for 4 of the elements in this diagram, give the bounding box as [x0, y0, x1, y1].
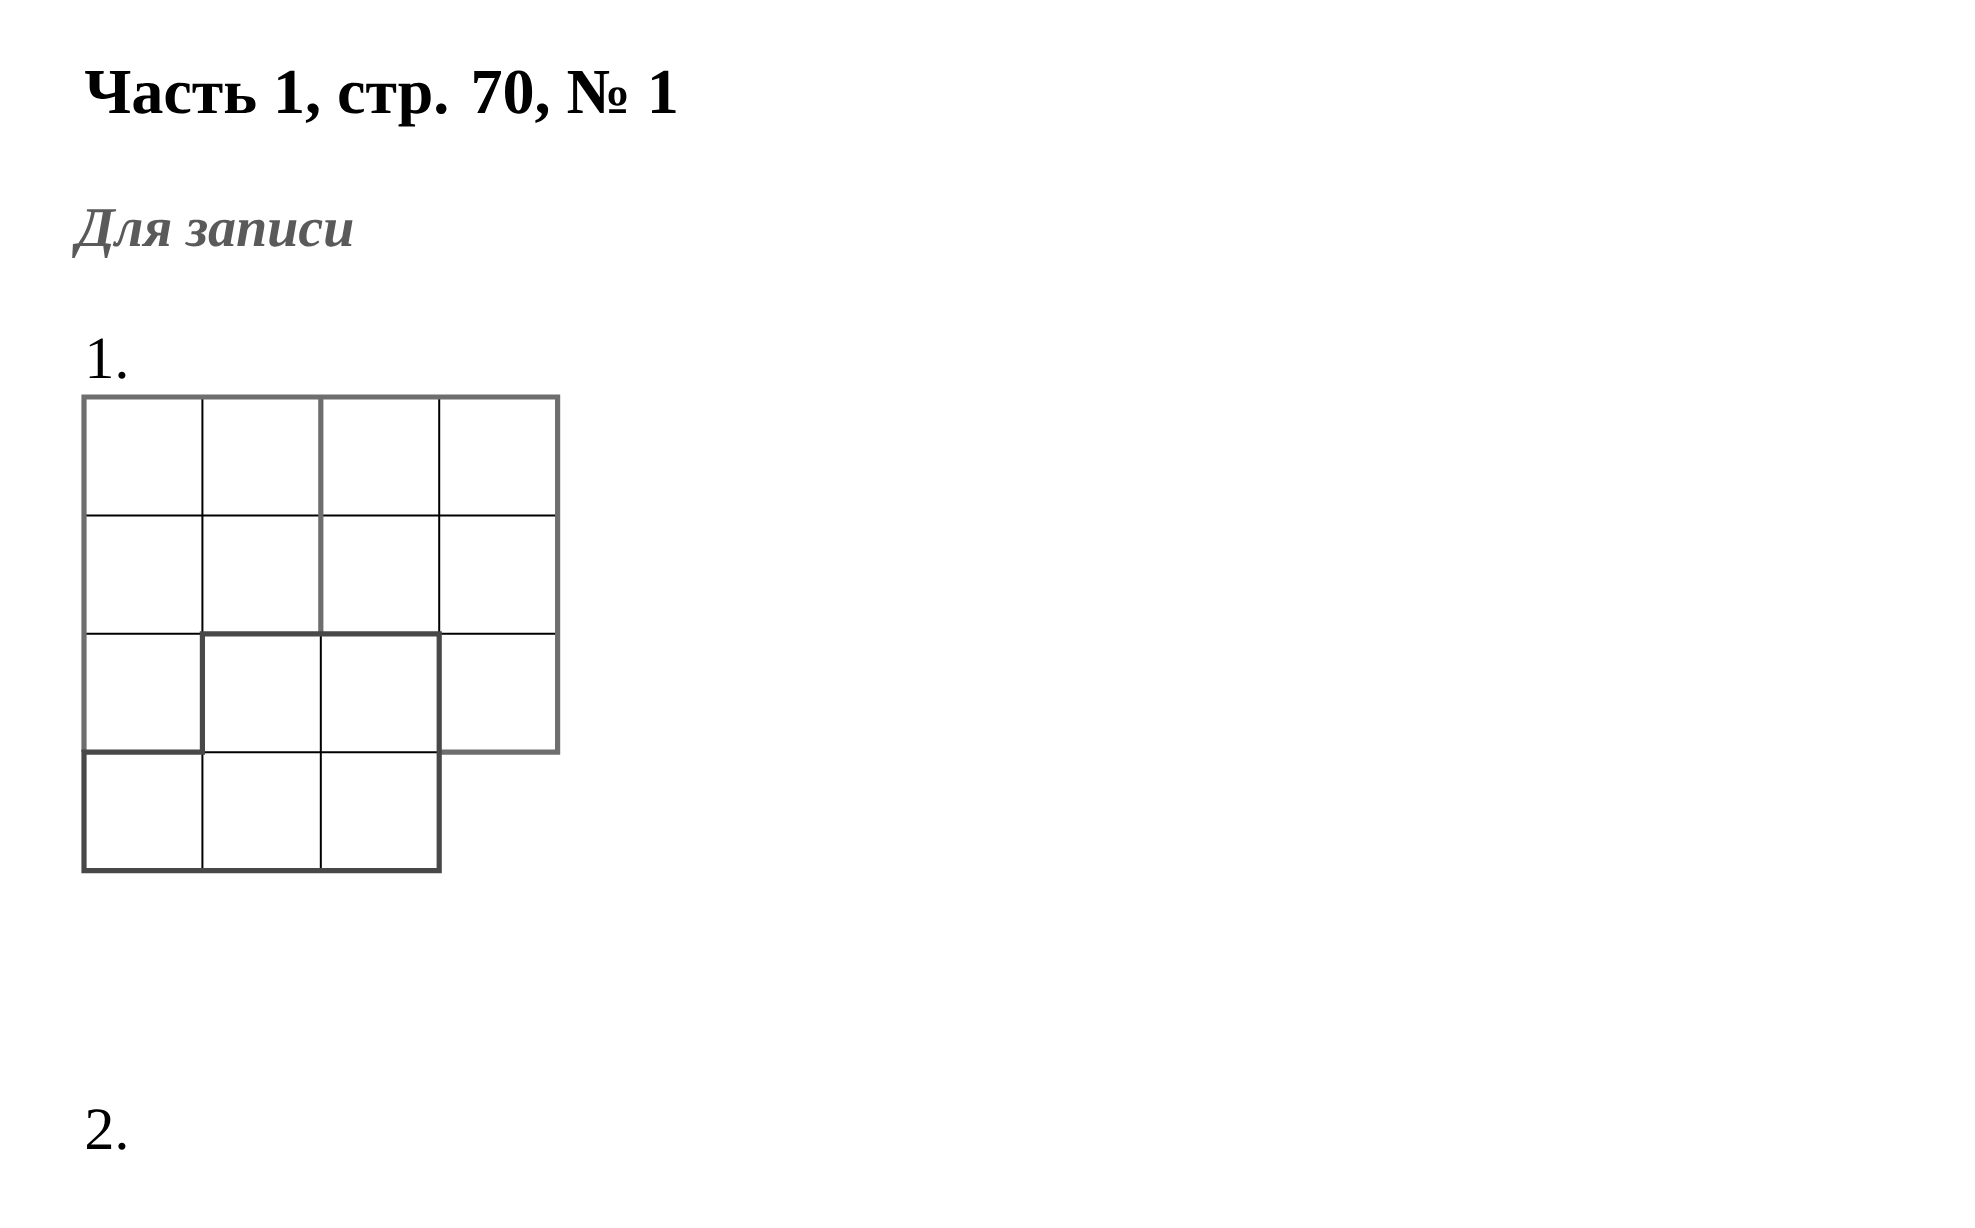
title: Часть 1, стр. 70, № 1 [85, 70, 676, 127]
task-number: 2. [87, 1109, 126, 1150]
heading: Для записи [72, 209, 353, 258]
task-number: 1. [89, 338, 126, 379]
